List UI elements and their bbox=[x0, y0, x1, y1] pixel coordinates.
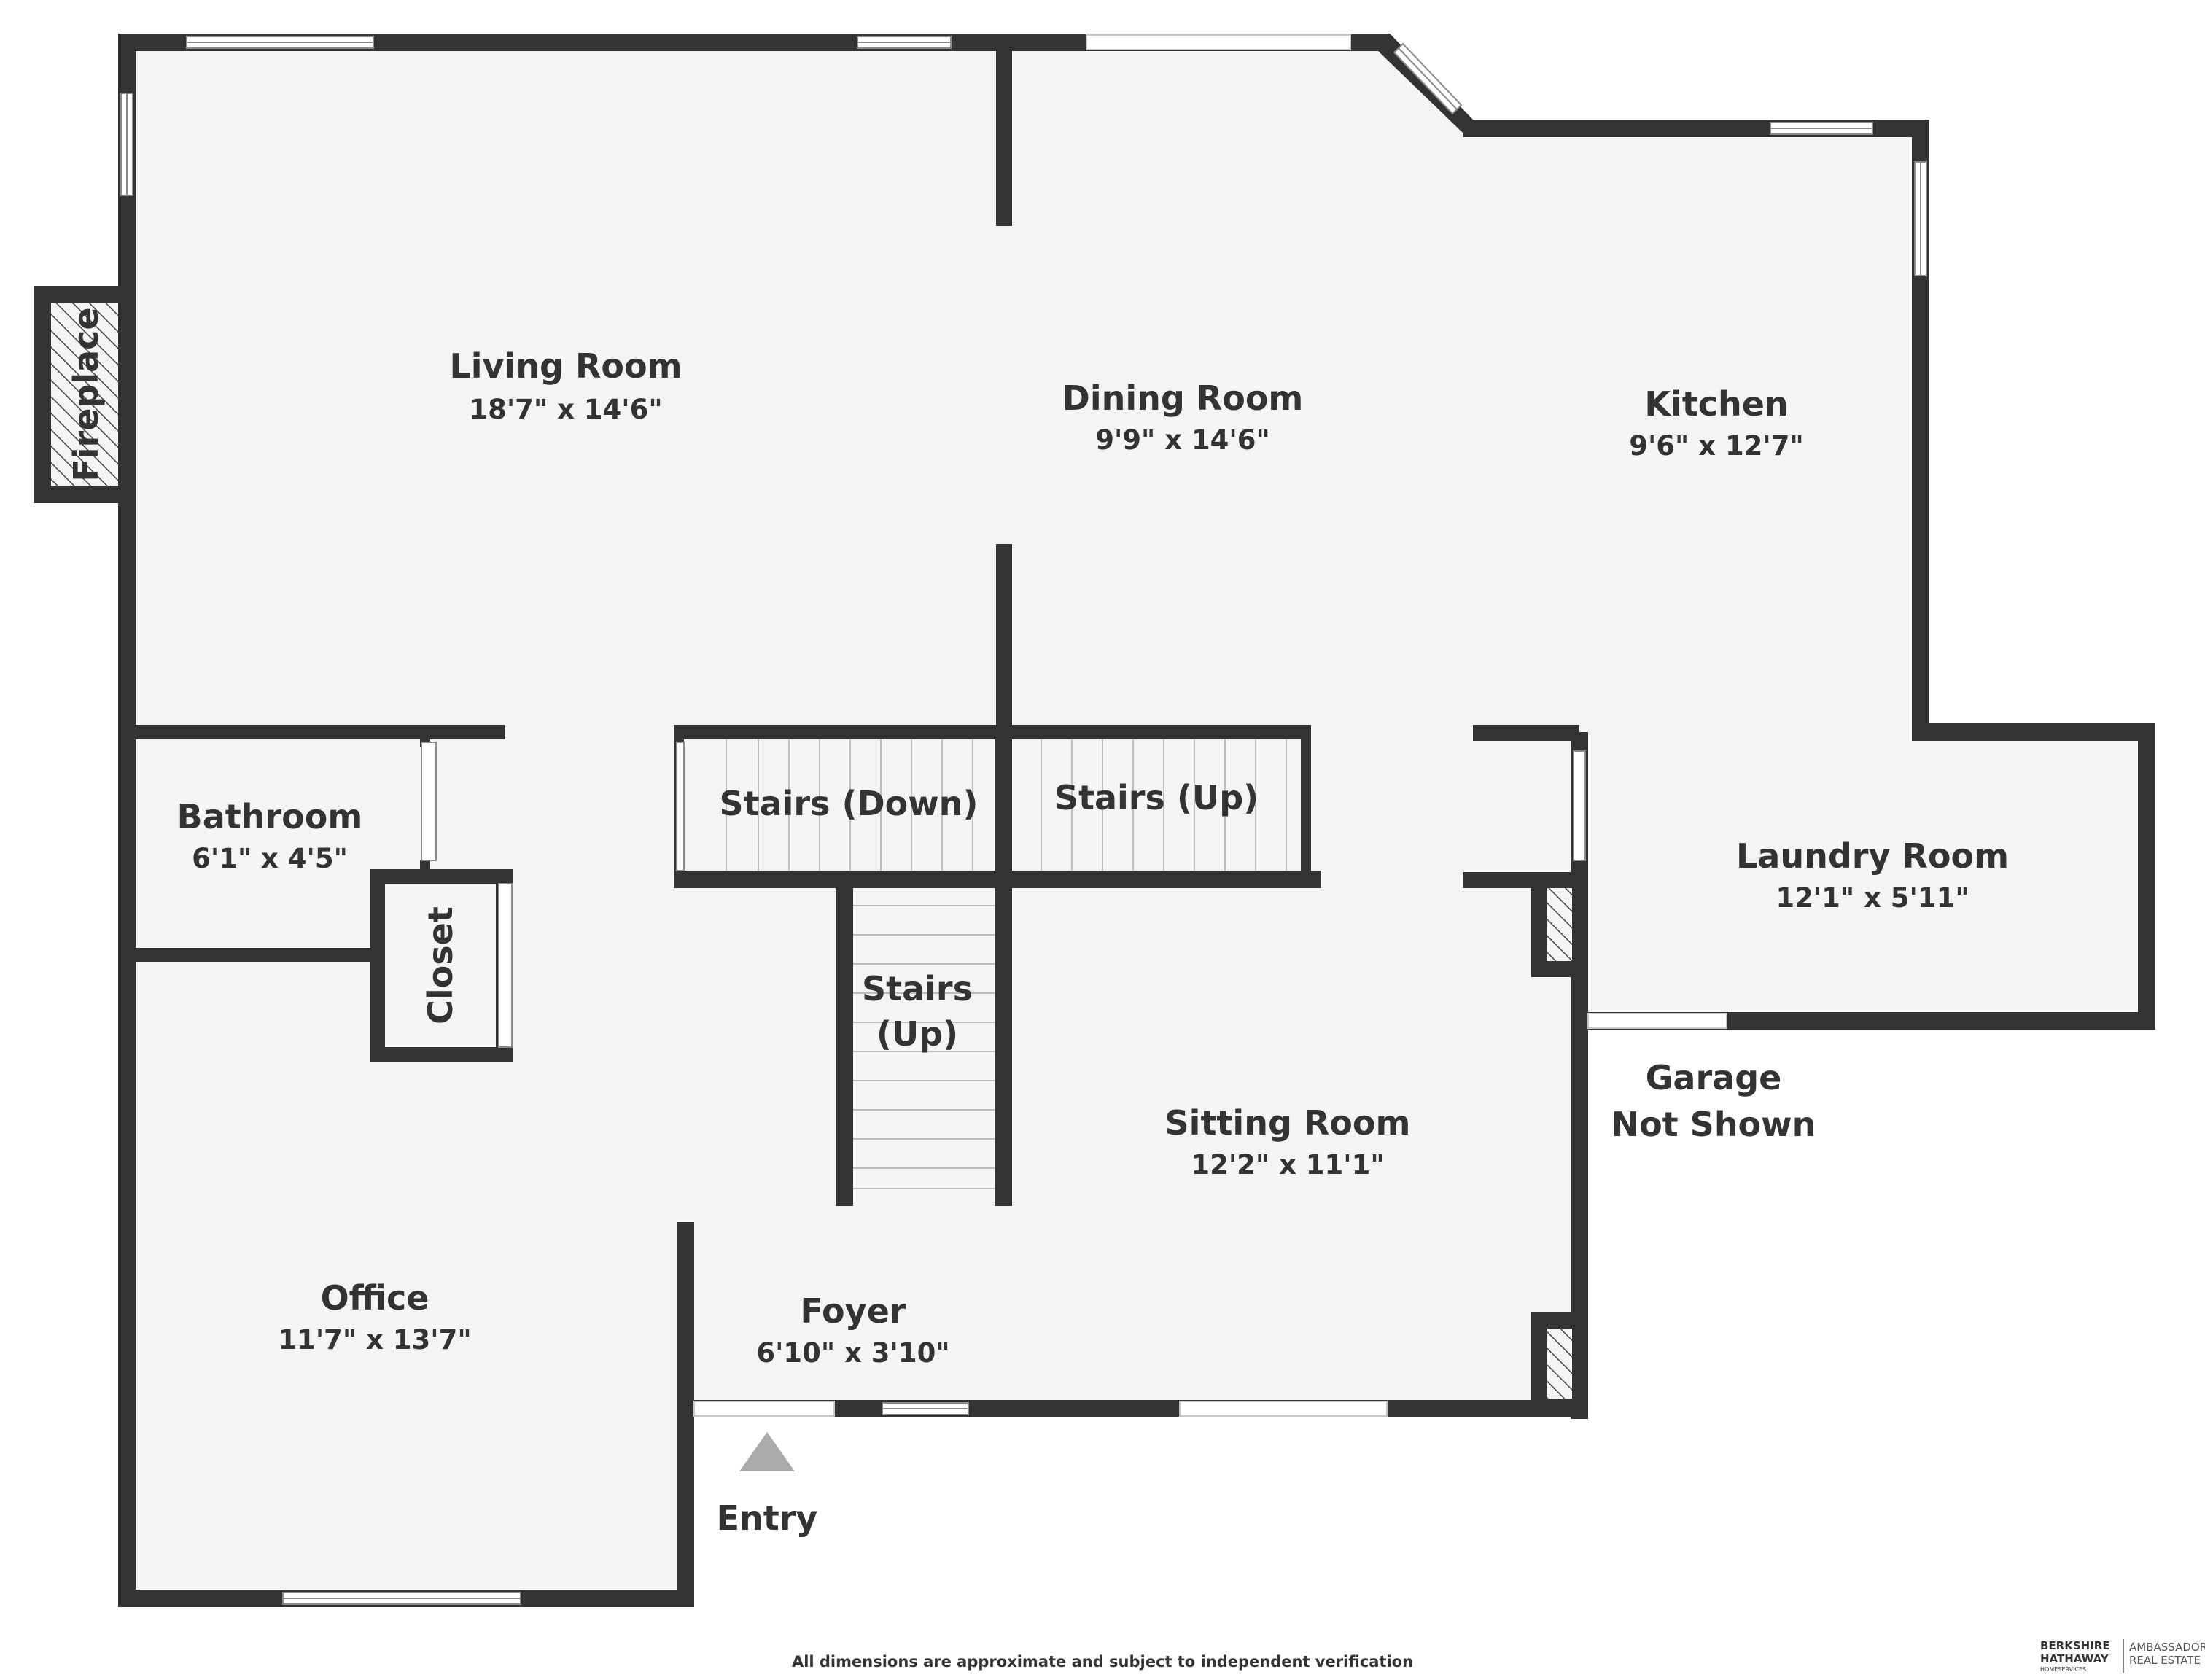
room-dims-dining: 9'9" x 14'6" bbox=[1095, 424, 1270, 456]
room-dims-kitchen: 9'6" x 12'7" bbox=[1629, 430, 1804, 462]
entry-arrow bbox=[739, 1432, 795, 1471]
room-dims-foyer: 6'10" x 3'10" bbox=[756, 1337, 949, 1369]
door-openings bbox=[693, 34, 1727, 1417]
room-name-kitchen: Kitchen bbox=[1644, 384, 1788, 424]
room-name-sitting: Sitting Room bbox=[1165, 1103, 1411, 1143]
window-mullions bbox=[187, 42, 1872, 1599]
room-dims-sitting: 12'2" x 11'1" bbox=[1191, 1149, 1384, 1181]
label-stairs-up2-line1: Stairs bbox=[862, 969, 973, 1008]
room-dims-bathroom: 6'1" x 4'5" bbox=[192, 843, 348, 874]
wall-pocket-lower bbox=[1547, 1329, 1572, 1399]
label-fireplace: Fireplace bbox=[66, 307, 106, 481]
logo-line4: AMBASSADOR bbox=[2129, 1641, 2205, 1654]
room-name-living: Living Room bbox=[449, 346, 682, 386]
brand-logo: BERKSHIRE HATHAWAY HOMESERVICES AMBASSAD… bbox=[2040, 1639, 2205, 1673]
logo-line1: BERKSHIRE bbox=[2040, 1639, 2110, 1652]
room-name-dining: Dining Room bbox=[1062, 378, 1304, 418]
room-dims-office: 11'7" x 13'7" bbox=[278, 1324, 471, 1356]
room-dims-living: 18'7" x 14'6" bbox=[469, 394, 662, 425]
fireplace-hearth bbox=[51, 303, 118, 486]
logo-line2: HATHAWAY bbox=[2040, 1652, 2109, 1665]
label-stairs-up2-line2: (Up) bbox=[876, 1014, 958, 1054]
disclaimer: All dimensions are approximate and subje… bbox=[792, 1653, 1413, 1671]
window-diagonal-mullion bbox=[1398, 47, 1458, 110]
label-garage-line1: Garage bbox=[1646, 1058, 1782, 1097]
label-entry: Entry bbox=[717, 1498, 818, 1538]
stairs-up-treads bbox=[1041, 739, 1287, 871]
stairs-down-treads bbox=[726, 739, 973, 871]
label-stairs-down: Stairs (Down) bbox=[719, 784, 978, 823]
stairs-up-vertical-treads bbox=[853, 905, 995, 1189]
wall-pocket-upper bbox=[1547, 888, 1572, 961]
logo-line3: HOMESERVICES bbox=[2040, 1666, 2086, 1673]
label-closet: Closet bbox=[421, 906, 460, 1024]
room-name-office: Office bbox=[321, 1278, 429, 1318]
label-garage-line2: Not Shown bbox=[1611, 1105, 1816, 1144]
logo-line5: REAL ESTATE bbox=[2129, 1654, 2201, 1667]
room-name-laundry: Laundry Room bbox=[1736, 836, 2009, 876]
room-dims-laundry: 12'1" x 5'11" bbox=[1776, 882, 1969, 914]
room-name-bathroom: Bathroom bbox=[177, 797, 363, 836]
label-stairs-up: Stairs (Up) bbox=[1054, 778, 1259, 817]
window-mullions-vertical bbox=[126, 93, 1921, 276]
room-name-foyer: Foyer bbox=[800, 1291, 906, 1331]
